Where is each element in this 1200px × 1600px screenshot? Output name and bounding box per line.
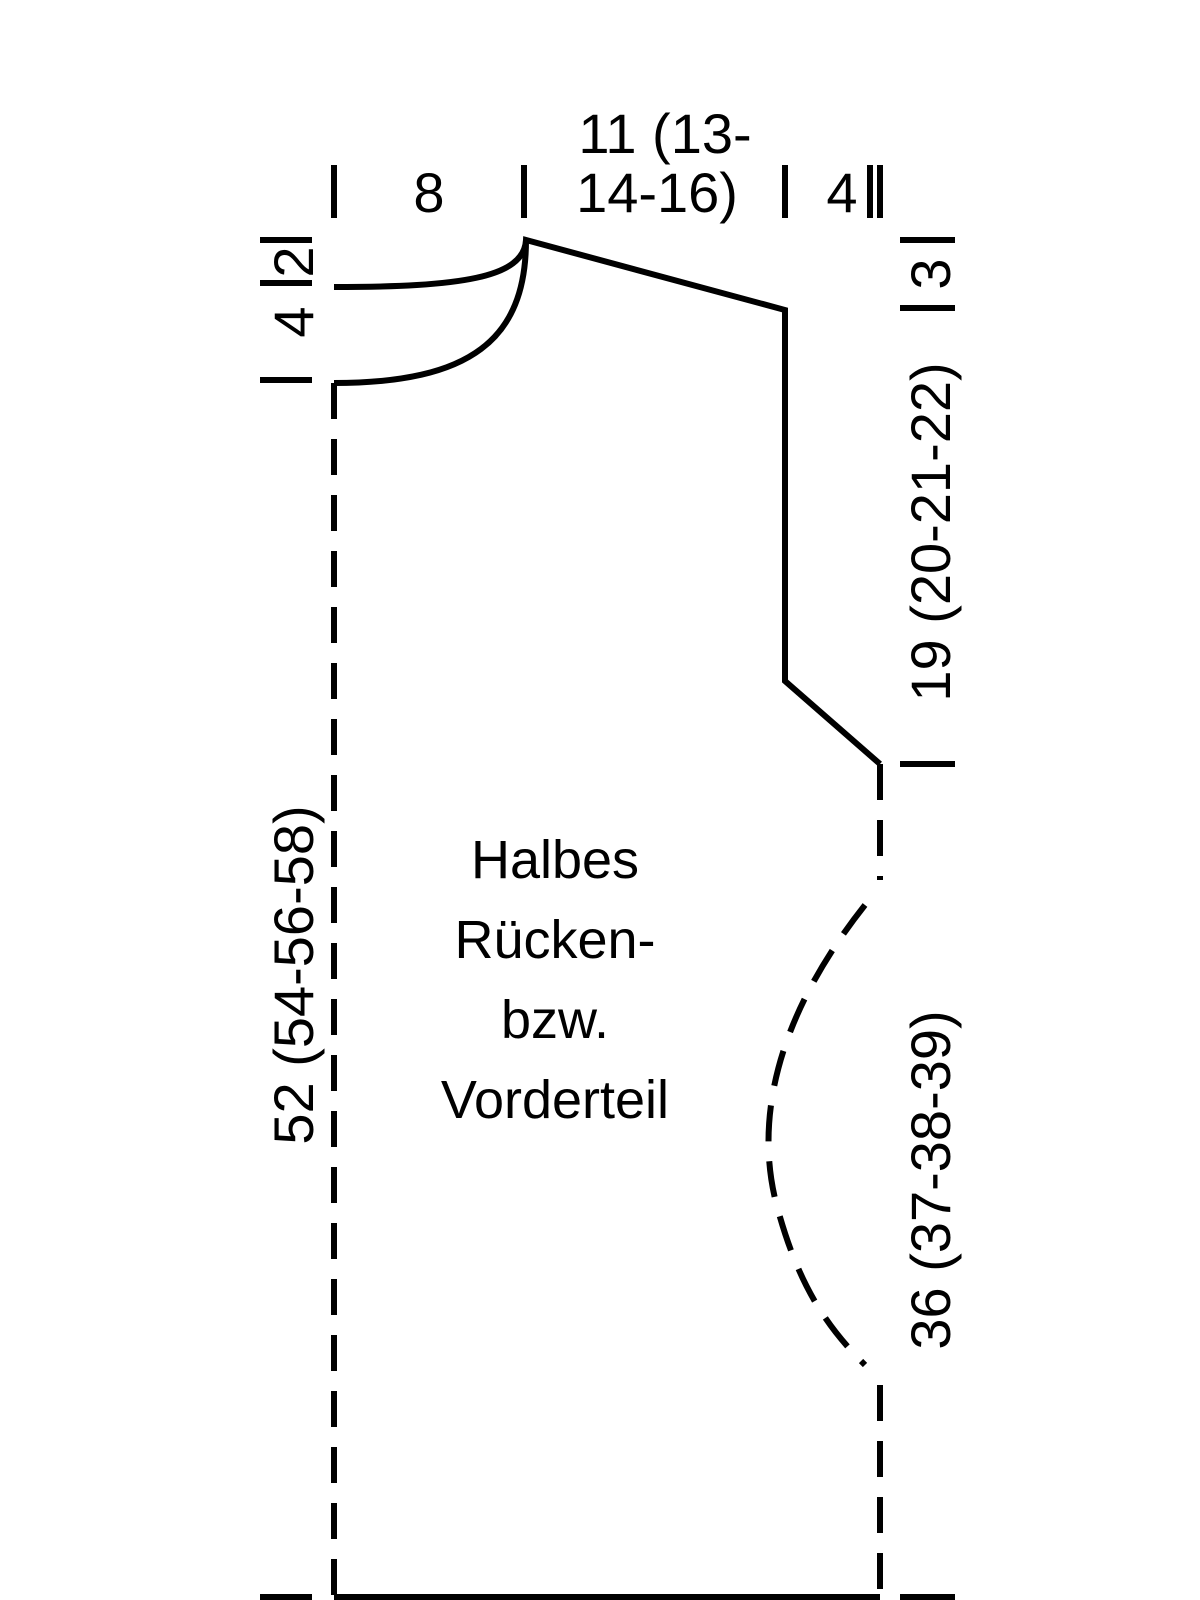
neckline-and-shoulder-outline	[333, 236, 882, 767]
armhole-inset-label: 4	[826, 161, 857, 224]
total-length-label: 52 (54-56-58)	[262, 805, 325, 1144]
armhole-depth-label: 19 (20-21-22)	[899, 362, 962, 701]
piece-label-line1: Halbes	[471, 830, 639, 890]
piece-label-line2: Rücken-	[454, 910, 655, 970]
shoulder-slope-label: 3	[899, 258, 962, 289]
piece-label: Halbes Rücken- bzw. Vorderteil	[441, 830, 669, 1130]
sleeve-cap-curve	[765, 903, 868, 1368]
left-dimension-ticks	[260, 237, 312, 1600]
shoulder-width-label-line1: 11 (13-	[578, 102, 751, 165]
top-dimension-ticks	[331, 165, 883, 218]
front-neckline-curve	[333, 239, 529, 386]
piece-label-line4: Vorderteil	[441, 1070, 669, 1130]
neck-shoulder-drop-label: 2	[262, 246, 325, 277]
neck-width-label: 8	[413, 161, 444, 224]
side-length-label: 36 (37-38-39)	[899, 1010, 962, 1349]
shoulder-width-label-line2: 14-16)	[576, 161, 738, 224]
neck-depth-label: 4	[262, 306, 325, 337]
piece-label-line3: bzw.	[501, 990, 609, 1050]
right-dimension-ticks	[900, 237, 955, 1600]
